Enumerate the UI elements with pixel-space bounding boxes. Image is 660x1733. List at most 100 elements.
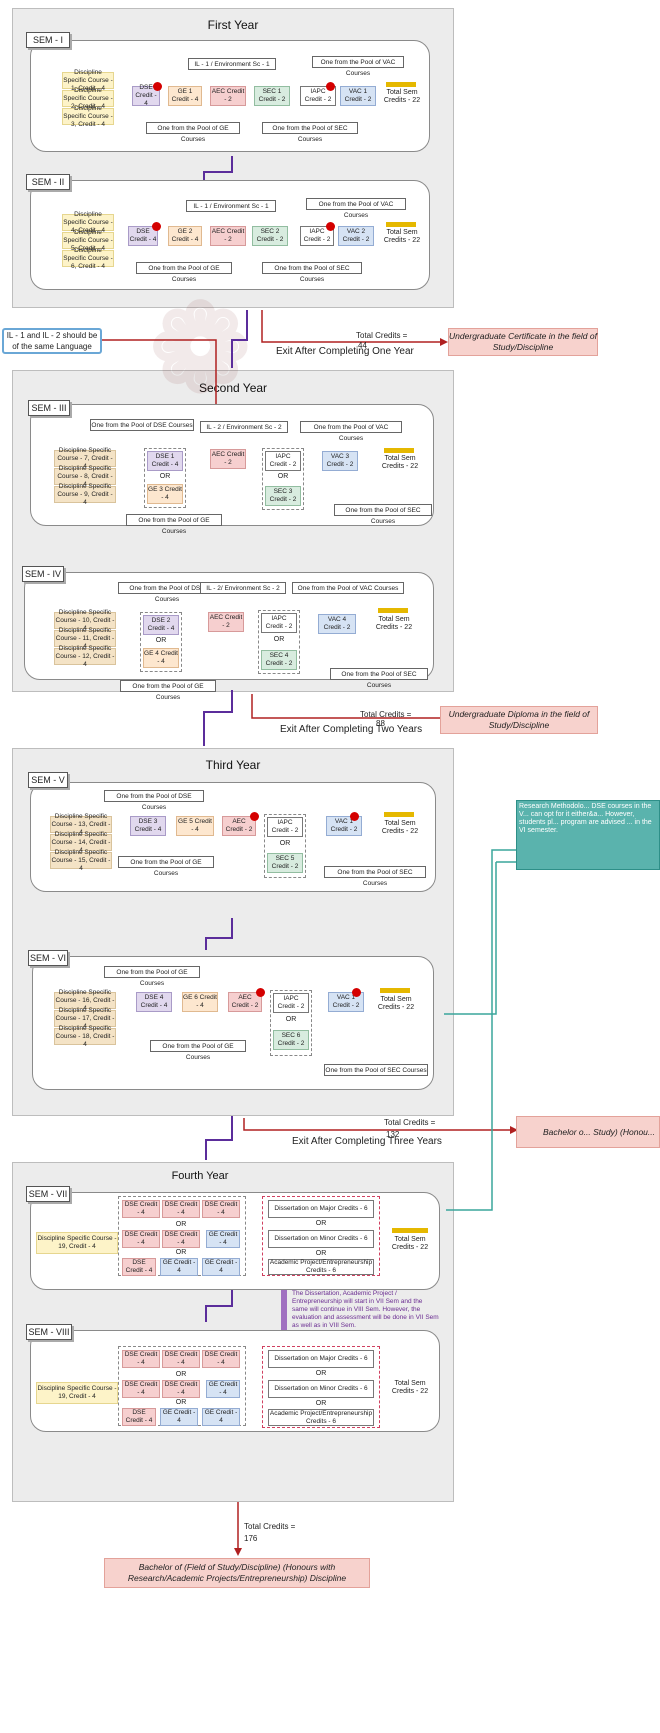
s5-total-credits: Total Sem Credits - 22 xyxy=(381,820,419,835)
s1-ge-pool: One from the Pool of GE Courses xyxy=(146,122,240,143)
s4-sec-cell: SEC 4 Credit - 2 xyxy=(261,650,297,670)
fourth-year-title: Fourth Year xyxy=(171,1170,229,1182)
s8-dissertation-group xyxy=(262,1346,380,1428)
s2-dsc-2: Discipline Specific Course - 5, Credit -… xyxy=(62,228,114,252)
s4-dsc-1: Discipline Specific Course - 10, Credit … xyxy=(54,608,116,632)
s7-or-1: OR xyxy=(175,1221,187,1228)
s7-diss-or-2: OR xyxy=(315,1250,327,1257)
s3-or-2: OR xyxy=(277,473,289,480)
s5-total-bar xyxy=(384,812,414,817)
sem-1-tag: SEM - I xyxy=(26,32,70,48)
s6-sec-cell: SEC 6 Credit - 2 xyxy=(273,1030,309,1050)
s6-iapc-sec-group xyxy=(270,990,312,1056)
s5-aec-red-dot xyxy=(250,812,259,821)
s2-vac-cell: VAC 2 Credit - 2 xyxy=(338,226,374,246)
s3-vac-cell: VAC 3 Credit - 2 xyxy=(322,451,358,471)
s4-total-bar xyxy=(378,608,408,613)
s7-total-credits: Total Sem Credits - 22 xyxy=(391,1236,429,1251)
sem-2-tag: SEM - II xyxy=(26,174,70,190)
s8-diss-major: Dissertation on Major Credits - 6 xyxy=(268,1350,374,1368)
s7-dse-4: DSE Credit - 4 xyxy=(122,1230,160,1248)
exit3-total-value: 132 xyxy=(386,1130,400,1139)
s2-ge-pool: One from the Pool of GE Courses xyxy=(136,262,232,283)
s3-dsc-2: Discipline Specific Course - 8, Credit -… xyxy=(54,465,116,488)
s4-dsc-3: Discipline Specific Course - 12, Credit … xyxy=(54,644,116,668)
s5-or-1: OR xyxy=(279,840,291,847)
s1-total-bar xyxy=(386,82,416,87)
s6-aec-red-dot xyxy=(256,988,265,997)
s7-diss-minor: Dissertation on Minor Credits - 6 xyxy=(268,1230,374,1248)
s7-or-2: OR xyxy=(175,1249,187,1256)
s6-iapc-cell: IAPC Credit - 2 xyxy=(273,993,309,1013)
s3-dsc-1: Discipline Specific Course - 7, Credit -… xyxy=(54,447,116,470)
s4-ge-cell: GE 4 Credit - 4 xyxy=(143,648,179,668)
s8-or-1: OR xyxy=(175,1371,187,1378)
s3-aec-cell: AEC Credit - 2 xyxy=(210,449,246,469)
s6-or-1: OR xyxy=(285,1016,297,1023)
s1-dse-red-dot xyxy=(153,82,162,91)
s2-sec-pool: One from the Pool of SEC Courses xyxy=(262,262,362,283)
s6-dsc-3: Discipline Specific Course - 18, Credit … xyxy=(54,1024,116,1048)
s6-aec-cell: AEC Credit - 2 xyxy=(228,992,262,1012)
final-outcome: Bachelor of (Field of Study/Discipline) … xyxy=(104,1558,370,1588)
s5-ge-cell: GE 5 Credit - 4 xyxy=(176,816,214,836)
first-year-title: First Year xyxy=(207,18,259,32)
s7-diss-or-1: OR xyxy=(315,1220,327,1227)
s2-iapc-red-dot xyxy=(326,222,335,231)
s4-or-2: OR xyxy=(273,636,285,643)
s5-sec-cell: SEC 5 Credit - 2 xyxy=(267,853,303,873)
sem-6-tag: SEM - VI xyxy=(28,950,68,966)
exit2-label: Exit After Completing Two Years xyxy=(280,724,423,735)
sem-8-tag: SEM - VIII xyxy=(26,1324,72,1340)
s5-dse-pool: One from the Pool of DSE Courses xyxy=(104,790,204,811)
s4-aec-cell: AEC Credit - 2 xyxy=(208,612,244,632)
s5-iapc-sec-group xyxy=(264,814,306,878)
exit3-outcome: Bachelor o... Study) (Honou... xyxy=(516,1116,660,1148)
s5-dsc-1: Discipline Specific Course - 13, Credit … xyxy=(50,812,112,836)
s4-sec-pool: One from the Pool of SEC Courses xyxy=(330,668,428,689)
s3-total-bar xyxy=(384,448,414,453)
s7-dse-2: DSE Credit - 4 xyxy=(162,1200,200,1218)
s3-sec-pool: One from the Pool of SEC Courses xyxy=(334,504,432,525)
s6-dsc-1: Discipline Specific Course - 16, Credit … xyxy=(54,988,116,1012)
s6-dse-cell: DSE 4 Credit - 4 xyxy=(136,992,172,1012)
s3-ge-pool: One from the Pool of GE Courses xyxy=(126,514,222,535)
s6-ge-pool-top: One from the Pool of GE Courses xyxy=(104,966,200,987)
s4-total-credits: Total Sem Credits - 22 xyxy=(375,616,413,631)
s2-aec-cell: AEC Credit - 2 xyxy=(210,226,246,246)
sem-4-tag: SEM - IV xyxy=(22,566,64,582)
exit2-total-value: 88 xyxy=(376,719,385,728)
s8-total-credits: Total Sem Credits - 22 xyxy=(391,1380,429,1395)
s8-dse-5: DSE Credit - 4 xyxy=(162,1380,200,1398)
s8-dse-6: DSE Credit - 4 xyxy=(122,1408,156,1426)
s7-total-bar xyxy=(392,1228,428,1233)
dissertation-continuity-note: The Dissertation, Academic Project / Ent… xyxy=(292,1290,439,1329)
final-total-value: 176 xyxy=(244,1534,258,1543)
exit1-outcome: Undergraduate Certificate in the field o… xyxy=(448,328,598,356)
s5-vac-red-dot xyxy=(350,812,359,821)
s8-academic: Academic Project/Entrepreneurship Credit… xyxy=(268,1409,374,1426)
s8-ge-1: GE Credit - 4 xyxy=(206,1380,240,1398)
s4-iapc-sec-group xyxy=(258,610,300,674)
s5-ge-pool: One from the Pool of GE Courses xyxy=(118,856,214,877)
s4-iapc-cell: IAPC Credit - 2 xyxy=(261,613,297,633)
s4-vac-pool: One from the Pool of VAC Courses xyxy=(292,582,404,594)
s4-dse-ge-group xyxy=(140,612,182,672)
s8-diss-or-2: OR xyxy=(315,1400,327,1407)
exit3-label: Exit After Completing Three Years xyxy=(292,1136,442,1147)
s7-ge-2: GE Credit - 4 xyxy=(160,1258,198,1276)
s5-dsc-3: Discipline Specific Course - 15, Credit … xyxy=(50,848,112,872)
s8-diss-minor: Dissertation on Minor Credits - 6 xyxy=(268,1380,374,1398)
s6-total-credits: Total Sem Credits - 22 xyxy=(377,996,415,1011)
exit1-total-label: Total Credits = xyxy=(356,331,408,340)
s4-vac-cell: VAC 4 Credit - 2 xyxy=(318,614,356,634)
s6-ge-cell: GE 6 Credit - 4 xyxy=(182,992,218,1012)
s7-diss-major: Dissertation on Major Credits - 6 xyxy=(268,1200,374,1218)
s8-diss-or-1: OR xyxy=(315,1370,327,1377)
s5-dse-cell: DSE 3 Credit - 4 xyxy=(130,816,166,836)
s2-vac-pool: One from the Pool of VAC Courses xyxy=(306,198,406,219)
s2-il-note: IL - 1 / Environment Sc - 1 xyxy=(186,200,276,212)
final-total-label: Total Credits = xyxy=(244,1522,296,1531)
s8-dse-4: DSE Credit - 4 xyxy=(122,1380,160,1398)
s6-vac-red-dot xyxy=(352,988,361,997)
